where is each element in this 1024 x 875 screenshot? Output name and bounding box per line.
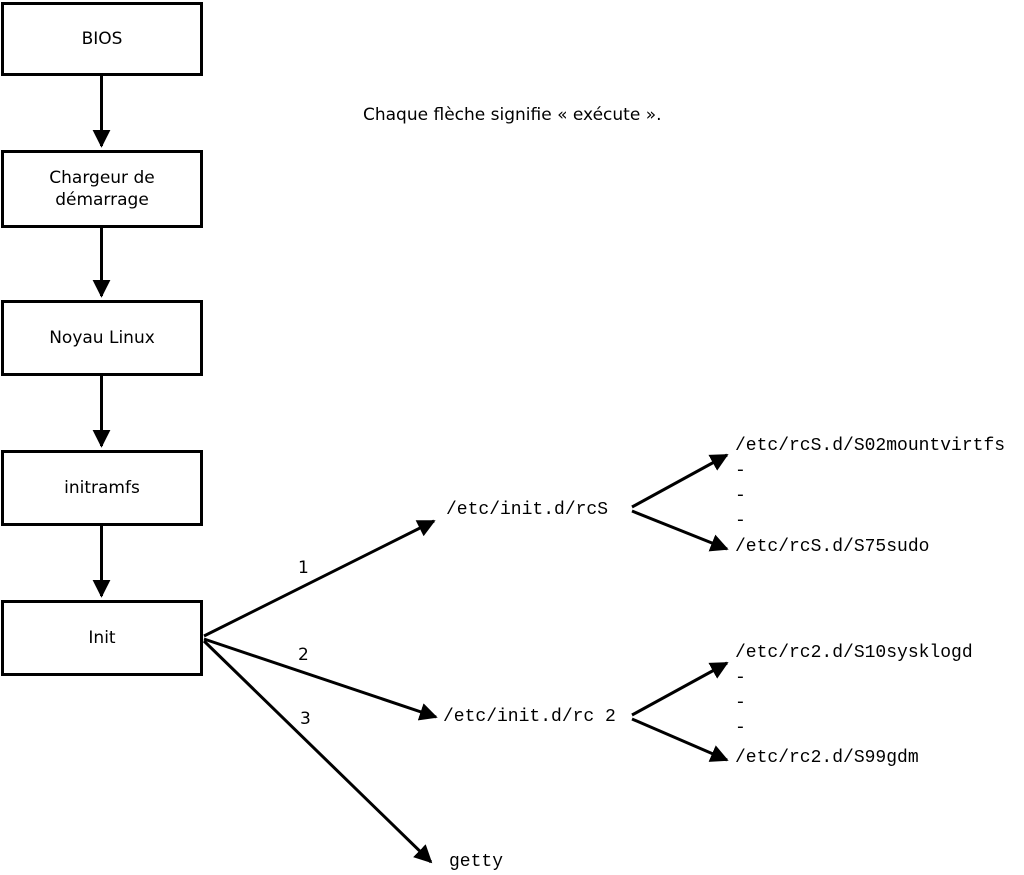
rcs-script-item: /etc/rcS.d/S75sudo [735, 537, 930, 557]
rc2-script-ellipsis: - [735, 718, 746, 738]
node-linux-kernel: Noyau Linux [1, 300, 203, 376]
node-getty: getty [449, 852, 504, 872]
arrow-rc2-to-first-script [631, 661, 729, 717]
rcs-script-ellipsis: - [735, 486, 746, 506]
rc2-script-item: /etc/rc2.d/S99gdm [735, 748, 919, 768]
rc2-script-item: /etc/rc2.d/S10sysklogd [735, 643, 973, 663]
rcs-script-ellipsis: - [735, 511, 746, 531]
arrow-init-to-rc2 [203, 637, 438, 721]
node-boot-loader: Chargeur de démarrage [1, 150, 203, 228]
arrow-init-to-getty [202, 639, 433, 864]
branch-number-1: 1 [298, 558, 309, 578]
arrow-rcs-to-last-script [631, 509, 729, 552]
arrow-init-to-rcs [203, 519, 436, 638]
rcs-script-ellipsis: - [735, 461, 746, 481]
node-init-d-rcs: /etc/init.d/rcS [446, 500, 609, 520]
rc2-script-ellipsis: - [735, 693, 746, 713]
arrow-rcs-to-first-script [631, 453, 729, 509]
rcs-script-item: /etc/rcS.d/S02mountvirtfs [735, 436, 1006, 456]
node-bios: BIOS [1, 2, 203, 76]
arrow-rc2-to-last-script [631, 717, 729, 762]
node-init: Init [1, 600, 203, 676]
node-initramfs: initramfs [1, 450, 203, 526]
branch-number-3: 3 [300, 709, 311, 729]
rc2-script-ellipsis: - [735, 668, 746, 688]
legend-note: Chaque flèche signifie « exécute ». [363, 105, 662, 125]
node-init-d-rc2: /etc/init.d/rc 2 [443, 707, 616, 727]
branch-number-2: 2 [298, 645, 309, 665]
